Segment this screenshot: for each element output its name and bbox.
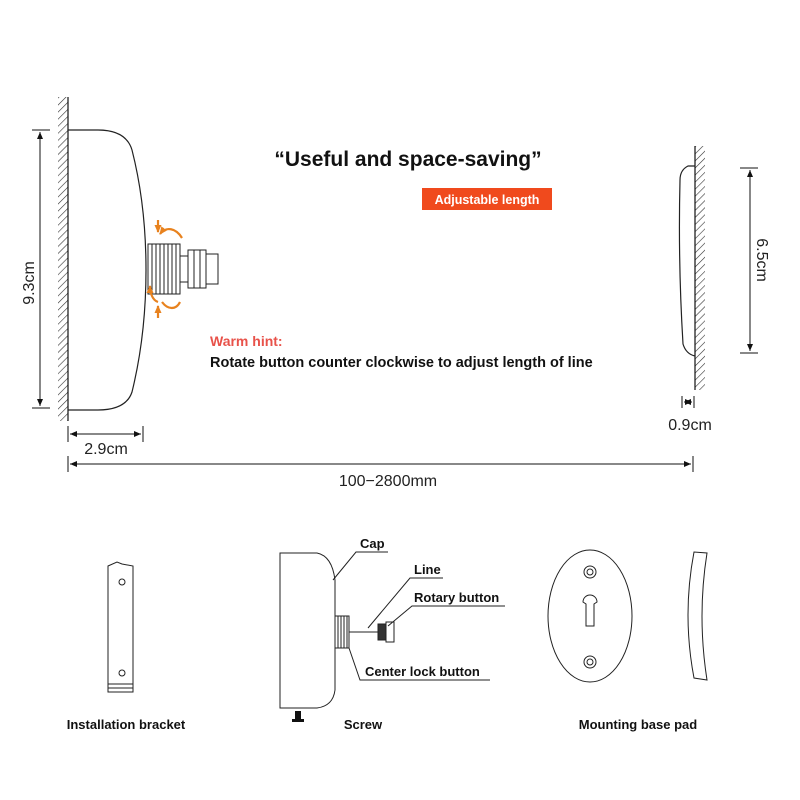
headline: “Useful and space-saving”: [274, 148, 541, 171]
main-unit-side-view: [68, 129, 147, 411]
depth-right-label: 0.9cm: [668, 417, 712, 434]
rotary-knob: [147, 243, 219, 295]
caption-installation-bracket: Installation bracket: [67, 717, 186, 732]
caption-mounting-base-pad: Mounting base pad: [579, 717, 698, 732]
main-unit-part-view: [279, 552, 395, 709]
screw-icon: [292, 711, 304, 722]
length-range-label: 100−2800mm: [339, 473, 437, 490]
leader-lines: [332, 551, 505, 681]
rotary-button-label: Rotary button: [414, 590, 499, 605]
dim-length-range: [67, 456, 694, 472]
warm-hint-heading: Warm hint:: [210, 333, 283, 349]
installation-bracket: [107, 561, 134, 693]
dim-depth-left: [67, 426, 144, 442]
base-pad-side-view: [678, 165, 696, 357]
caption-screw: Screw: [344, 717, 383, 732]
dim-height-left: [32, 129, 50, 409]
warm-hint-text: Rotate button counter clockwise to adjus…: [210, 355, 593, 371]
rotation-arrows: [146, 220, 183, 318]
right-wall: [694, 146, 705, 390]
line-label: Line: [414, 562, 441, 577]
height-right-label: 6.5cm: [753, 238, 770, 282]
center-lock-button-label: Center lock button: [365, 664, 480, 679]
mounting-base-pad-front: [547, 549, 633, 683]
adjustable-length-badge: Adjustable length: [435, 193, 540, 207]
left-wall: [58, 97, 69, 421]
depth-left-label: 2.9cm: [84, 441, 128, 458]
dim-depth-right: [681, 396, 695, 408]
height-left-label: 9.3cm: [21, 261, 38, 305]
mounting-base-pad-side: [687, 551, 708, 681]
adjustable-length-badge-bg: [422, 188, 552, 210]
dim-height-right: [740, 167, 758, 354]
cap-label: Cap: [360, 536, 385, 551]
